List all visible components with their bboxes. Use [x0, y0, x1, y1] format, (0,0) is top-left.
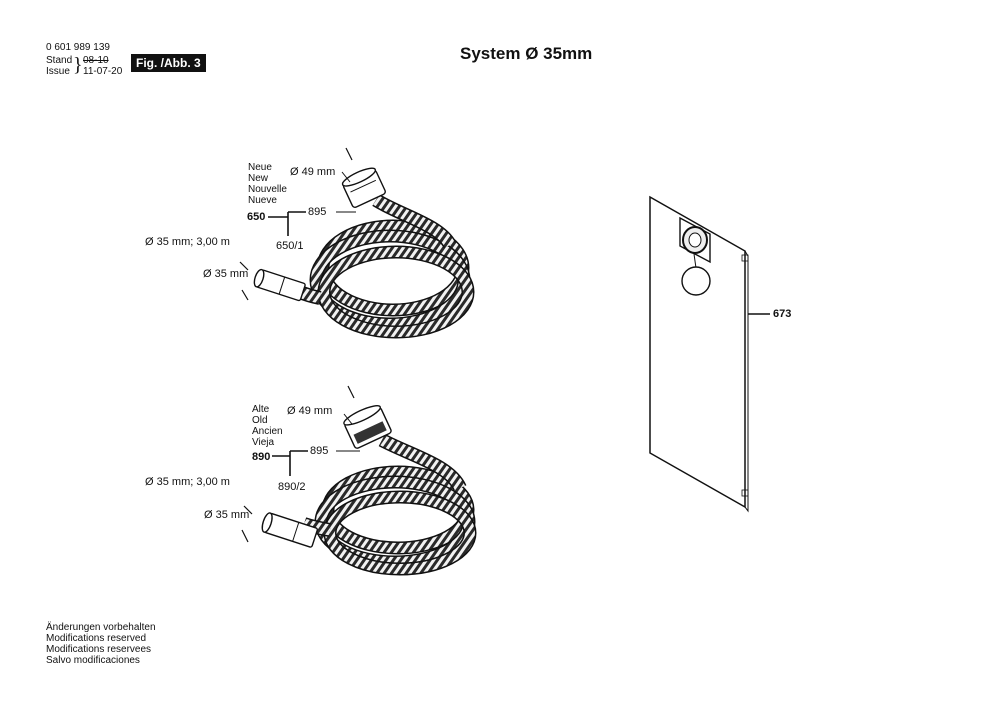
brace-icon: } — [73, 54, 83, 76]
old-hose-dim-end: Ø 35 mm — [204, 509, 250, 521]
old-hose-part-no: 890 — [252, 451, 271, 463]
lang-es: Vieja — [252, 437, 275, 448]
lang-de: Alte — [252, 404, 270, 415]
old-hose-sub-part-a: 895 — [310, 445, 329, 457]
old-hose-sub-part-b: 890/2 — [278, 481, 306, 493]
new-hose-languages: Neue New Nouvelle Nueve — [248, 162, 287, 206]
old-date: 08-10 — [83, 55, 109, 66]
lang-fr: Ancien — [252, 426, 283, 437]
part-number: 0 601 989 139 — [46, 42, 110, 53]
footer-line-de: Änderungen vorbehalten — [46, 622, 156, 633]
stand-label: Stand — [46, 55, 73, 66]
new-hose-dim-length: Ø 35 mm; 3,00 m — [145, 236, 230, 248]
new-hose-dim-top: Ø 49 mm — [290, 166, 336, 178]
new-hose-illustration — [239, 147, 475, 339]
new-hose-sub-part-a: 895 — [308, 206, 327, 218]
footer-line-en: Modifications reserved — [46, 633, 147, 644]
issue-date: 11-07-20 — [83, 66, 123, 77]
lang-de: Neue — [248, 162, 272, 173]
lang-fr: Nouvelle — [248, 184, 287, 195]
footer-line-es: Salvo modificaciones — [46, 655, 140, 666]
old-hose-illustration — [241, 385, 477, 576]
issue-label: Issue — [46, 66, 70, 77]
old-hose-dim-length: Ø 35 mm; 3,00 m — [145, 476, 230, 488]
new-hose-sub-part-b: 650/1 — [276, 240, 304, 252]
lang-es: Nueve — [248, 195, 277, 206]
lang-en: Old — [252, 415, 268, 426]
footer-line-fr: Modifications reservees — [46, 644, 152, 655]
footer-notice: Änderungen vorbehalten Modifications res… — [46, 622, 156, 666]
figure-badge: Fig. /Abb. 3 — [131, 54, 206, 72]
page-title: System Ø 35mm — [460, 44, 593, 63]
lang-en: New — [248, 173, 269, 184]
old-hose-languages: Alte Old Ancien Vieja — [252, 404, 283, 448]
bag-part-no: 673 — [773, 308, 792, 320]
new-hose-dim-end: Ø 35 mm — [203, 268, 249, 280]
old-hose-dim-top: Ø 49 mm — [287, 405, 333, 417]
filter-bag-illustration — [649, 195, 770, 513]
new-hose-part-no: 650 — [247, 211, 266, 223]
